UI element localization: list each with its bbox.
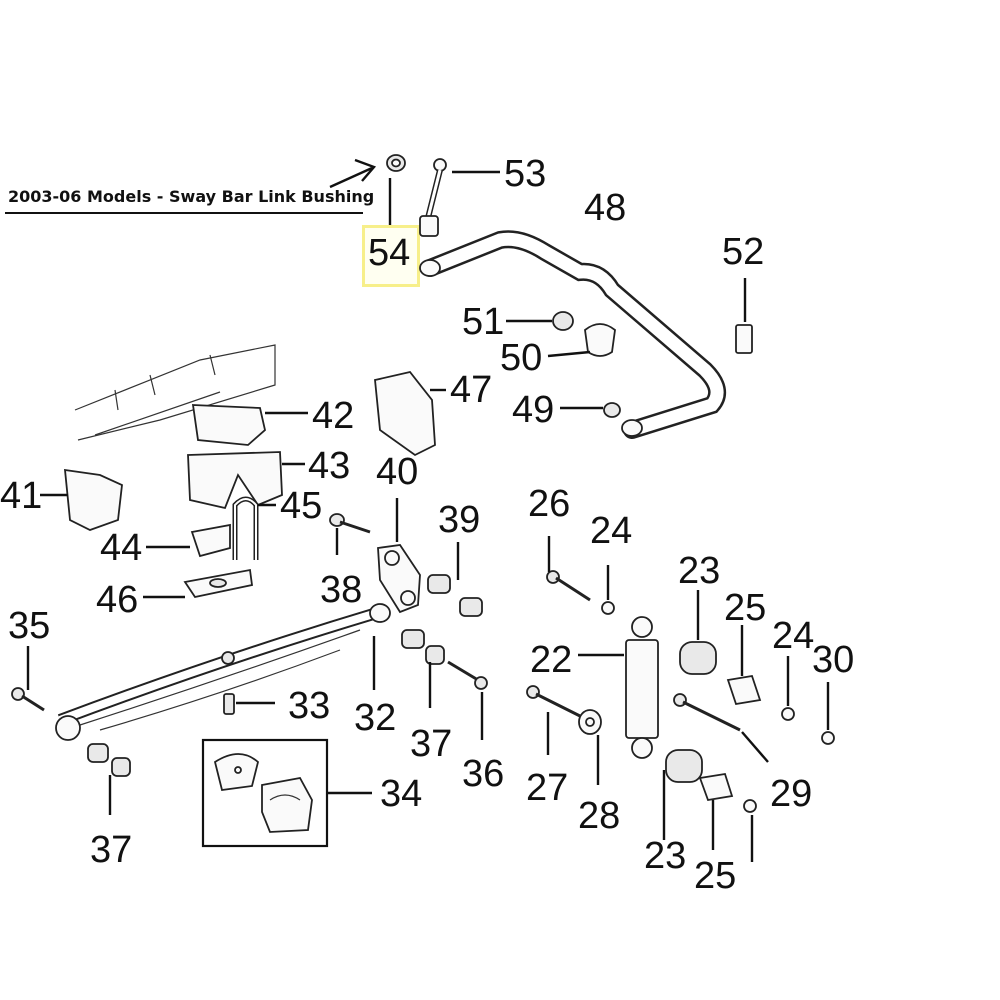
callout-25-lower: 25 xyxy=(694,855,736,897)
part-23-upper-bushing xyxy=(679,590,717,675)
callout-28: 28 xyxy=(578,795,620,837)
callout-25-upper: 25 xyxy=(724,587,766,629)
part-40-shackle xyxy=(377,498,421,614)
part-45-u-bolt xyxy=(232,496,276,560)
callout-49: 49 xyxy=(512,389,554,431)
part-33-bolt xyxy=(223,693,275,715)
part-37-lower-bushing xyxy=(87,743,131,815)
caption-text: 2003-06 Models - Sway Bar Link Bushing xyxy=(8,187,375,206)
part-30-nut xyxy=(821,682,835,745)
callout-37-center: 37 xyxy=(410,723,452,765)
part-32-leaf-spring xyxy=(55,603,391,741)
part-24-lower-washer xyxy=(743,799,757,862)
callout-22: 22 xyxy=(530,639,572,681)
callout-51: 51 xyxy=(462,301,504,343)
callout-29: 29 xyxy=(770,773,812,815)
callout-34: 34 xyxy=(380,773,422,815)
part-25-upper-sleeve xyxy=(726,625,762,706)
part-26-bolt xyxy=(546,536,591,602)
callout-33: 33 xyxy=(288,685,330,727)
callout-24-upper: 24 xyxy=(590,510,632,552)
callout-52: 52 xyxy=(722,231,764,273)
callout-46: 46 xyxy=(96,579,138,621)
callout-30: 30 xyxy=(812,639,854,681)
callout-54: 54 xyxy=(368,232,410,274)
part-52-clamp xyxy=(735,278,753,354)
callout-32: 32 xyxy=(354,697,396,739)
callout-23-lower: 23 xyxy=(644,835,686,877)
callout-42: 42 xyxy=(312,395,354,437)
pointer-arrow xyxy=(329,158,377,189)
part-54-bushing xyxy=(386,154,406,225)
part-42-plate xyxy=(191,404,308,446)
callout-50: 50 xyxy=(500,337,542,379)
callout-47: 47 xyxy=(450,369,492,411)
callout-37-lower: 37 xyxy=(90,829,132,871)
part-49-nut xyxy=(560,402,621,418)
callout-23-upper: 23 xyxy=(678,550,720,592)
part-34-inset-box xyxy=(201,738,372,848)
callout-38: 38 xyxy=(320,569,362,611)
frame-rail xyxy=(74,344,276,441)
part-23-lower-bushing xyxy=(662,749,703,840)
caption-underline xyxy=(5,212,363,214)
part-29-bolt xyxy=(673,693,769,763)
part-37-center-bushing xyxy=(401,629,445,708)
part-43-bracket xyxy=(187,451,305,510)
part-36-bolt xyxy=(447,660,488,740)
callout-43: 43 xyxy=(308,445,350,487)
part-41-hanger xyxy=(40,468,123,531)
part-27-bolt xyxy=(526,685,581,755)
part-46-seat xyxy=(143,568,254,599)
callout-45: 45 xyxy=(280,485,322,527)
part-50-bracket xyxy=(547,323,616,358)
part-35-bolt xyxy=(11,646,45,712)
callout-44: 44 xyxy=(100,527,142,569)
callout-36: 36 xyxy=(462,753,504,795)
part-38-bolt xyxy=(329,513,371,555)
callout-27: 27 xyxy=(526,767,568,809)
highlight-box-54 xyxy=(362,225,420,287)
callout-48: 48 xyxy=(584,187,626,229)
part-24-right-washer xyxy=(781,656,795,721)
part-28-washer xyxy=(578,709,602,785)
callout-41: 41 xyxy=(0,475,42,517)
part-51-bushing xyxy=(506,311,574,331)
part-47-bumper xyxy=(374,370,446,457)
part-22-shock xyxy=(578,616,659,759)
part-39-bushing xyxy=(427,542,483,617)
part-53-link xyxy=(419,158,500,237)
part-44-pad xyxy=(146,523,231,558)
part-25-lower-sleeve xyxy=(698,772,734,850)
callouts: 54 53 48 52 51 50 47 49 42 43 40 41 45 3… xyxy=(0,153,854,897)
part-24-washer xyxy=(601,565,615,615)
callout-35: 35 xyxy=(8,605,50,647)
callout-26: 26 xyxy=(528,483,570,525)
callout-24-right: 24 xyxy=(772,615,814,657)
callout-40: 40 xyxy=(376,451,418,493)
callout-53: 53 xyxy=(504,153,546,195)
sway-bar xyxy=(419,230,727,439)
callout-39: 39 xyxy=(438,499,480,541)
